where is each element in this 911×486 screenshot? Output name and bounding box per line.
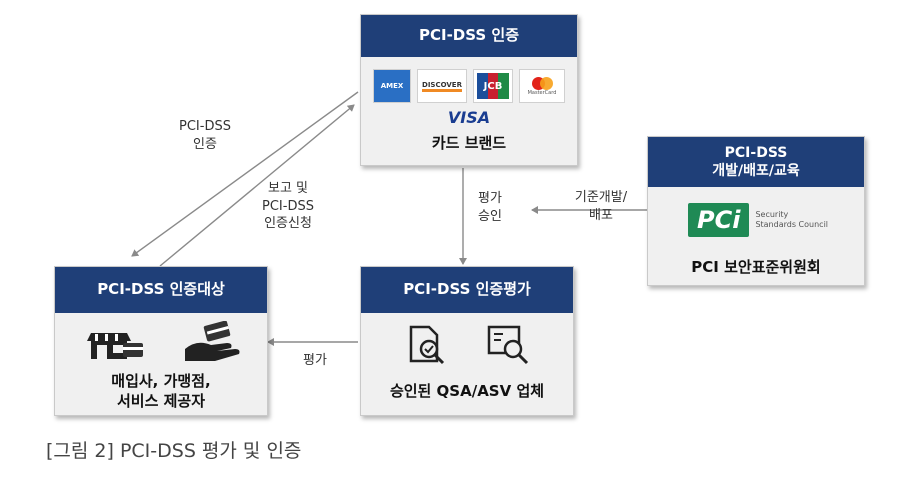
- label-target-to-cert: 보고 및 PCI-DSS 인증신청: [262, 181, 314, 232]
- council-box: PCI-DSS 개발/배포/교육 PCi Security Standards …: [647, 136, 865, 286]
- cert-box-label: 카드 브랜드: [431, 134, 507, 152]
- council-box-label: PCI 보안표준위원회: [691, 258, 821, 276]
- target-box-label: 매입사, 가맹점, 서비스 제공자: [111, 372, 211, 411]
- arrow-cert-to-target: [131, 91, 359, 257]
- cert-box: PCI-DSS 인증 AMEX DISCOVER JCB MasterCard …: [360, 14, 578, 166]
- target-box-header: PCI-DSS 인증대상: [55, 267, 267, 313]
- label-eval-to-target: 평가: [303, 353, 327, 368]
- label-cert-to-eval: 평가 승인: [478, 191, 502, 224]
- visa-logo-icon: VISA: [447, 108, 491, 127]
- audit-search-icon: [487, 325, 529, 365]
- discover-logo-icon: DISCOVER: [417, 69, 467, 103]
- label-cert-to-target: PCI-DSS 인증: [179, 119, 231, 152]
- label-council-to-cert: 기준개발/ 배포: [574, 190, 628, 223]
- arrow-target-to-cert: [159, 104, 355, 267]
- cert-box-header: PCI-DSS 인증: [361, 15, 577, 57]
- figure-caption: [그림 2] PCI-DSS 평가 및 인증: [46, 440, 302, 462]
- eval-box-label: 승인된 QSA/ASV 업체: [389, 382, 545, 400]
- handshake-card-icon: [185, 321, 240, 361]
- target-box: PCI-DSS 인증대상 매입사, 가맹점, 서비스 제공자: [54, 266, 268, 416]
- eval-box: PCI-DSS 인증평가 승인된 QSA/ASV 업체: [360, 266, 574, 416]
- document-search-icon: [409, 325, 445, 365]
- mastercard-logo-icon: MasterCard: [519, 69, 565, 103]
- store-icon: [87, 333, 143, 359]
- pci-logo: PCi Security Standards Council: [688, 199, 836, 241]
- amex-logo-icon: AMEX: [373, 69, 411, 103]
- jcb-logo-icon: JCB: [473, 69, 513, 103]
- eval-box-header: PCI-DSS 인증평가: [361, 267, 573, 313]
- council-box-header: PCI-DSS 개발/배포/교육: [648, 137, 864, 187]
